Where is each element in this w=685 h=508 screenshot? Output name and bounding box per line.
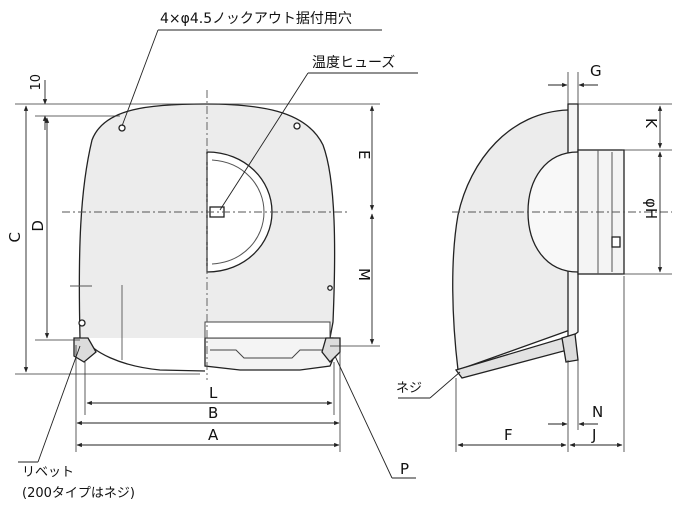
left-bracket bbox=[73, 337, 97, 363]
front-base-plate bbox=[204, 337, 337, 371]
screw-label: ネジ bbox=[396, 381, 423, 396]
dim-F-label: F bbox=[504, 426, 513, 444]
front-centerlines bbox=[62, 90, 350, 380]
thermal-fuse-label: 温度ヒューズ bbox=[312, 55, 396, 71]
dim-C-label: C bbox=[6, 232, 24, 243]
rivet-note-label: (200タイプはネジ) bbox=[22, 486, 135, 501]
dim-E-label: E bbox=[355, 150, 373, 160]
front-extension-lines bbox=[15, 103, 380, 452]
dim-L-label: L bbox=[209, 384, 218, 402]
dim-N-label: N bbox=[592, 403, 604, 421]
dim-10-label: 10 bbox=[29, 74, 44, 91]
rivet-label: リベット bbox=[22, 465, 75, 480]
dim-B-label: B bbox=[208, 404, 219, 422]
dim-G-label: G bbox=[590, 62, 602, 80]
dim-A-label: A bbox=[208, 426, 219, 444]
front-bottom-lip bbox=[84, 337, 206, 372]
side-leaders bbox=[398, 371, 461, 399]
dim-J-label: J bbox=[592, 426, 597, 444]
front-leaders bbox=[18, 29, 418, 479]
side-view bbox=[452, 103, 625, 379]
knockout-holes-label: 4×φ4.5ノックアウト据付用穴 bbox=[160, 11, 352, 27]
side-extension-lines bbox=[455, 72, 672, 452]
front-inner-frame bbox=[204, 321, 331, 339]
dim-K-label: K bbox=[642, 118, 660, 128]
front-dimension-lines bbox=[23, 80, 375, 448]
dim-phiH-label: φH bbox=[642, 198, 660, 220]
dim-M-label: M bbox=[355, 268, 373, 281]
dim-D-label: D bbox=[29, 220, 47, 232]
side-dimension-lines bbox=[457, 82, 663, 448]
dim-P-label: P bbox=[400, 460, 410, 478]
